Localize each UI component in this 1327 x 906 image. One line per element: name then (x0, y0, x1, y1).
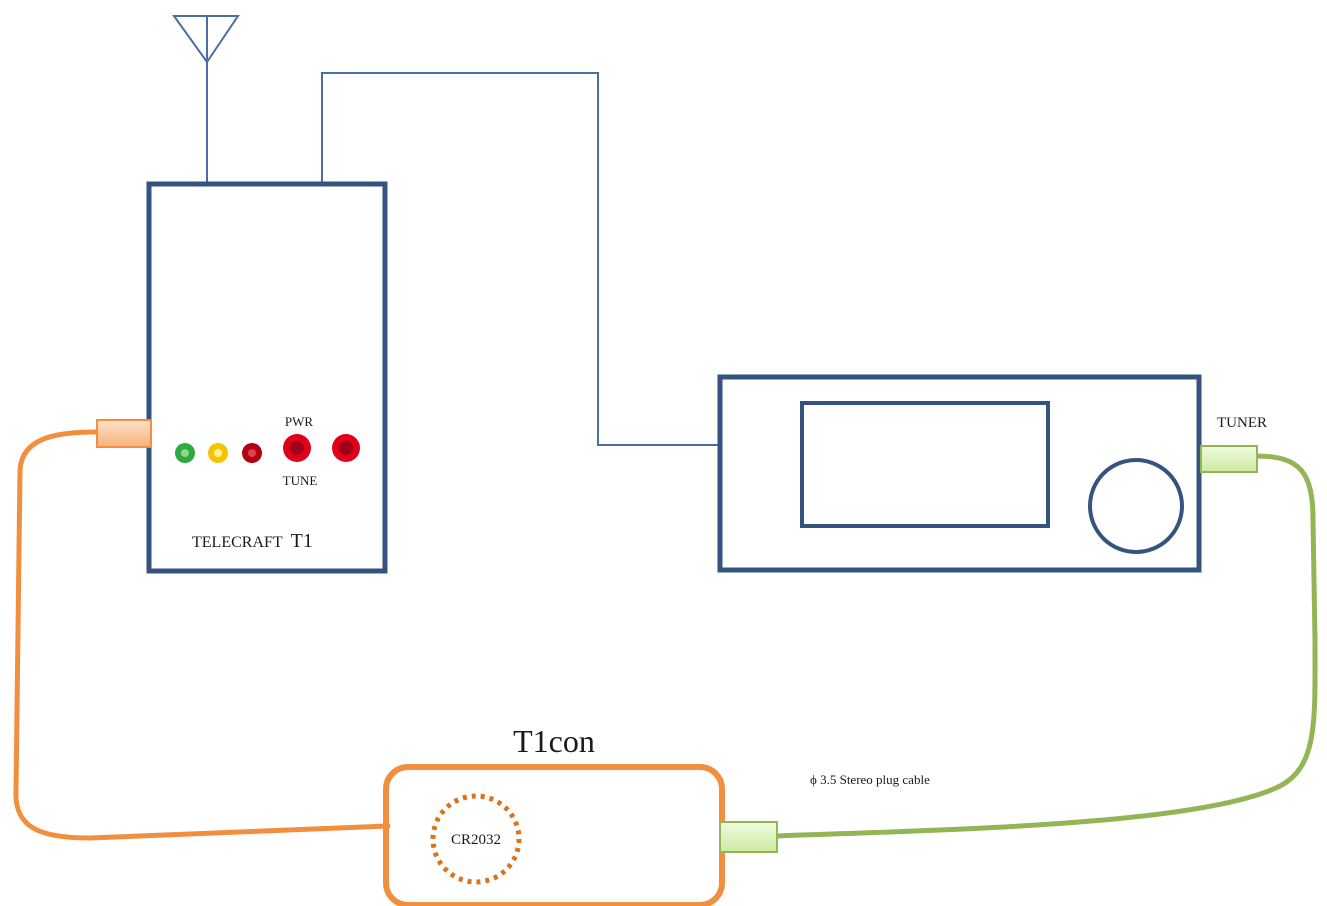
transceiver-display (800, 401, 1050, 528)
tune-button-center (339, 441, 353, 455)
t1con-title: T1con (513, 723, 595, 759)
pwr-label: PWR (285, 414, 314, 429)
tuner-port-label: TUNER (1217, 415, 1267, 431)
cable-label: ϕ 3.5 Stereo plug cable (810, 772, 930, 787)
transceiver: TUNER (717, 374, 1267, 573)
tuning-knob[interactable] (1088, 458, 1184, 554)
antenna-icon (172, 15, 240, 184)
t1-unit-name: TELECRAFT T1 (192, 530, 313, 552)
t1con-body (383, 764, 725, 906)
t1con-controller: CR2032 T1con (383, 723, 778, 906)
yellow-led-highlight (214, 449, 222, 457)
t1con-green-plug (719, 821, 778, 853)
t1-unit-body (146, 181, 388, 574)
green-cable (774, 453, 1318, 839)
t1-name-model: T1 (291, 530, 313, 552)
dark-red-led-highlight (248, 449, 256, 457)
orange-cable (13, 429, 391, 841)
coax-wire (321, 72, 720, 446)
t1-unit: PWR TUNE TELECRAFT T1 (96, 181, 388, 574)
t1-name-prefix: TELECRAFT (192, 534, 283, 551)
t1-orange-plug (96, 419, 152, 448)
green-led-highlight (181, 449, 189, 457)
battery-label: CR2032 (451, 832, 501, 848)
transceiver-body (717, 374, 1202, 573)
pwr-button-center (290, 441, 304, 455)
tune-label: TUNE (283, 473, 318, 488)
battery-icon (430, 793, 522, 885)
tuner-port-plug (1200, 445, 1258, 473)
